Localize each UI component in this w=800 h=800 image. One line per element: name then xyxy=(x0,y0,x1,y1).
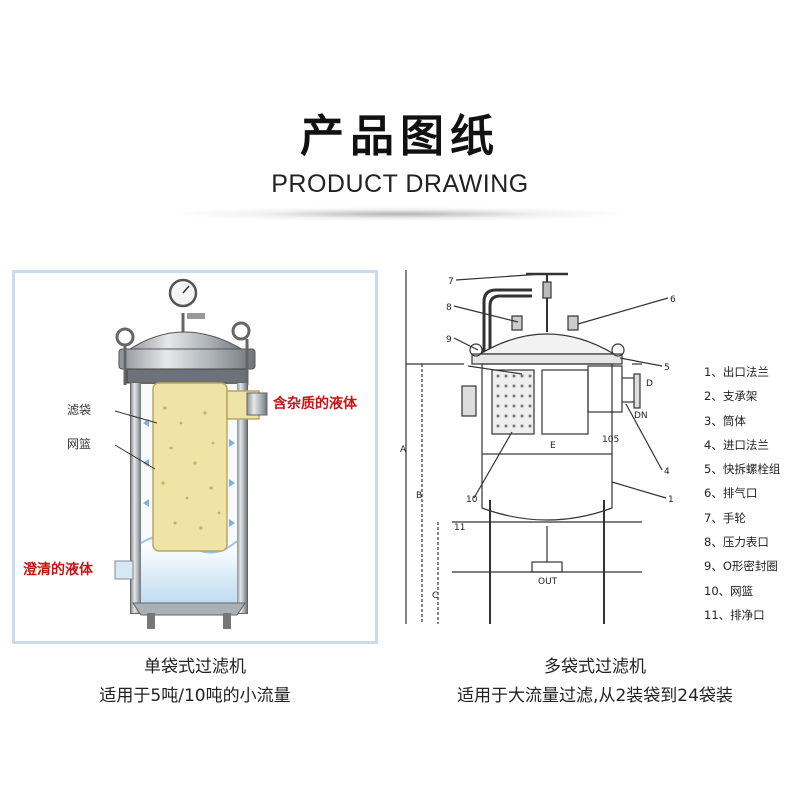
dim-E: E xyxy=(550,441,556,451)
parts-list-item: 7、手轮 xyxy=(704,510,746,525)
parts-list-item: 6、排气口 xyxy=(704,486,758,501)
left-caption-title: 单袋式过滤机 xyxy=(144,657,246,677)
parts-list-item: 3、筒体 xyxy=(704,413,746,428)
parts-list-item: 9、O形密封圈 xyxy=(704,559,778,574)
callout-11: 11 xyxy=(454,523,465,533)
page-subtitle: PRODUCT DRAWING xyxy=(271,170,529,198)
label-outlet-liquid: 澄清的液体 xyxy=(23,562,93,578)
callout-4: 4 xyxy=(664,467,670,477)
parts-list-item: 8、压力表口 xyxy=(704,535,769,550)
right-caption-desc: 适用于大流量过滤,从2装袋到24袋装 xyxy=(457,686,733,706)
multi-bag-filter-drawing: 7 8 9 10 11 6 5 4 1 A B C D E DN 105 OUT xyxy=(400,270,676,624)
pressure-gauge-icon xyxy=(168,278,205,335)
dim-A: A xyxy=(400,445,407,455)
page-title: 产品图纸 xyxy=(300,111,500,162)
left-caption-desc: 适用于5吨/10吨的小流量 xyxy=(99,686,291,706)
basket-leader-line xyxy=(114,444,156,470)
single-bag-filter-illustration xyxy=(114,278,268,629)
inlet-pipe xyxy=(246,392,268,416)
callout-9: 9 xyxy=(446,335,452,345)
label-filter-bag: 滤袋 xyxy=(67,403,92,417)
filter-lid xyxy=(115,321,256,385)
right-caption-title: 多袋式过滤机 xyxy=(544,657,646,677)
outlet-pipe xyxy=(114,560,134,580)
handwheel-icon xyxy=(526,272,568,332)
dim-B: B xyxy=(416,491,422,501)
label-inlet-liquid: 含杂质的液体 xyxy=(273,396,357,412)
single-bag-filter-panel: 滤袋 网篮 含杂质的液体 澄清的液体 xyxy=(12,270,378,644)
callout-10: 10 xyxy=(466,495,478,505)
dim-105: 105 xyxy=(602,435,619,445)
callout-1: 1 xyxy=(668,495,674,505)
label-mesh-basket: 网篮 xyxy=(67,437,92,451)
flow-arrows xyxy=(143,419,235,527)
bag-leader-line xyxy=(114,410,158,424)
parts-list-item: 10、网篮 xyxy=(704,583,754,598)
title-divider xyxy=(180,207,620,221)
parts-list-item: 2、支承架 xyxy=(704,389,758,404)
callout-6: 6 xyxy=(670,295,676,305)
dim-C: C xyxy=(432,591,438,601)
dim-DN: DN xyxy=(634,411,648,421)
dim-D: D xyxy=(646,379,653,389)
parts-list: 1、出口法兰 2、支承架 3、筒体 4、进口法兰 5、快拆螺栓组 6、排气口 7… xyxy=(704,360,780,627)
callout-5: 5 xyxy=(664,363,670,373)
parts-list-item: 5、快拆螺栓组 xyxy=(704,462,781,477)
parts-list-item: 11、排净口 xyxy=(704,607,765,622)
parts-list-item: 1、出口法兰 xyxy=(704,365,769,379)
dim-OUT: OUT xyxy=(538,577,558,587)
callout-7: 7 xyxy=(448,277,454,287)
callout-8: 8 xyxy=(446,303,452,313)
parts-list-item: 4、进口法兰 xyxy=(704,437,769,452)
